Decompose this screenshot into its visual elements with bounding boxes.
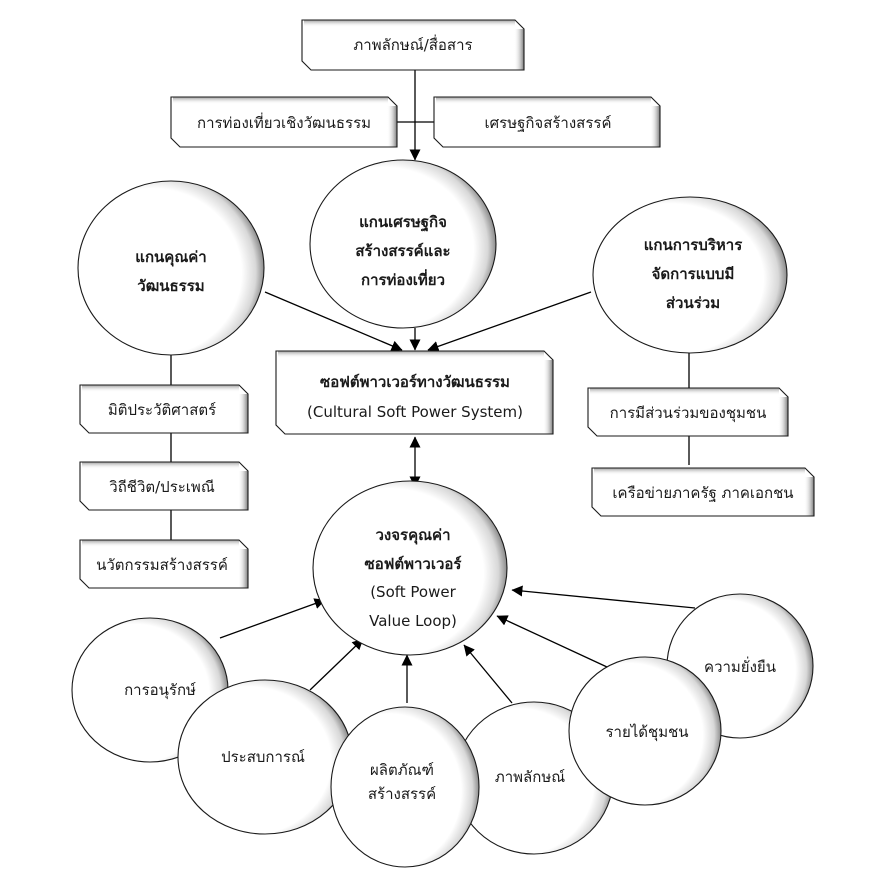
core-left-line-1: แกนคุณค่า xyxy=(135,248,206,267)
right-box-network: เครือข่ายภาครัฐ ภาคเอกชน xyxy=(591,467,815,517)
outcome-product: ผลิตภัณฑ์ สร้างสรรค์ xyxy=(330,706,480,868)
circle-shape xyxy=(568,656,722,806)
outcome-experience: ประสบการณ์ xyxy=(177,679,353,835)
box-shape xyxy=(80,462,248,510)
outcome-community-income-label: รายได้ชุมชน xyxy=(605,723,688,742)
core-left-line-2: วัฒนธรรม xyxy=(137,277,204,295)
edge-sustainability-to-loop xyxy=(511,585,696,609)
right-top-box-label: เศรษฐกิจสร้างสรรค์ xyxy=(484,114,611,132)
box-shade-right xyxy=(650,106,660,147)
value-loop-line-4: Value Loop) xyxy=(369,612,457,630)
box-shape xyxy=(171,97,397,147)
right-top-box: เศรษฐกิจสร้างสรรค์ xyxy=(433,96,661,148)
system-box: ซอฟต์พาวเวอร์ทางวัฒนธรรม (Cultural Soft … xyxy=(275,350,554,435)
box-outline xyxy=(433,96,661,148)
box-outline xyxy=(79,384,249,434)
circle-shape xyxy=(77,180,265,356)
left-box-lifestyle: วิถีชีวิต/ประเพณี xyxy=(79,461,249,511)
box-shade-right xyxy=(238,549,248,588)
core-right-line-3: ส่วนร่วม xyxy=(666,294,720,312)
outcome-product-line-2: สร้างสรรค์ xyxy=(368,785,436,803)
box-shape xyxy=(588,388,788,436)
core-center-line-1: แกนเศรษฐกิจ xyxy=(359,213,447,232)
box-shape xyxy=(80,540,248,588)
outcome-conservation-label: การอนุรักษ์ xyxy=(124,681,196,700)
edge-conservation-to-loop xyxy=(219,598,326,639)
box-shade-right xyxy=(514,29,524,70)
box-shade-top xyxy=(590,388,779,395)
top-box: ภาพลักษณ์/สื่อสาร xyxy=(301,19,525,71)
box-shade-right xyxy=(778,397,788,436)
box-shape xyxy=(276,351,553,434)
edge-image-to-loop xyxy=(463,644,513,704)
value-loop-line-1: วงจรคุณค่า xyxy=(376,526,451,545)
outcome-experience-label: ประสบการณ์ xyxy=(221,748,305,766)
circle-shape xyxy=(592,196,788,354)
circle-shape xyxy=(312,480,508,656)
box-shade-right xyxy=(804,477,814,516)
left-box-innovation: นวัตกรรมสร้างสรรค์ xyxy=(79,539,249,589)
box-outline xyxy=(170,96,398,148)
circle-shape xyxy=(330,706,480,868)
edge-core-right-to-system xyxy=(427,291,592,352)
box-outline xyxy=(79,539,249,589)
circle-shape xyxy=(309,159,497,329)
outcome-community-income: รายได้ชุมชน xyxy=(568,656,722,806)
core-right-circle: แกนการบริหาร จัดการแบบมี ส่วนร่วม xyxy=(592,196,788,354)
left-box-innovation-label: นวัตกรรมสร้างสรรค์ xyxy=(96,556,228,574)
box-outline xyxy=(591,467,815,517)
left-top-box-label: การท่องเที่ยวเชิงวัฒนธรรม xyxy=(197,112,371,132)
box-shade-right xyxy=(238,471,248,510)
box-shade-right xyxy=(387,106,397,147)
edge-core-left-to-system xyxy=(264,291,403,351)
left-top-box: การท่องเที่ยวเชิงวัฒนธรรม xyxy=(170,96,398,148)
left-box-history-label: มิติประวัติศาสตร์ xyxy=(108,401,216,419)
box-shade-top xyxy=(304,20,515,27)
value-loop-line-2: ซอฟต์พาวเวอร์ xyxy=(365,555,463,573)
box-shape xyxy=(302,20,524,70)
edge-income-to-loop xyxy=(496,615,608,668)
box-shade-top xyxy=(278,351,544,358)
connectors xyxy=(170,70,696,704)
box-shape xyxy=(592,468,814,516)
box-outline xyxy=(587,387,789,437)
core-right-line-1: แกนการบริหาร xyxy=(644,236,743,254)
core-left-circle: แกนคุณค่า วัฒนธรรม xyxy=(77,180,265,356)
box-shade-top xyxy=(82,540,239,547)
left-box-lifestyle-label: วิถีชีวิต/ประเพณี xyxy=(109,478,215,496)
box-outline xyxy=(301,19,525,71)
outcome-image-label: ภาพลักษณ์ xyxy=(495,768,565,786)
box-shape xyxy=(80,385,248,433)
box-shade-top xyxy=(173,97,388,104)
box-shape xyxy=(434,97,660,147)
edge-experience-to-loop xyxy=(309,638,364,691)
outcome-product-line-1: ผลิตภัณฑ์ xyxy=(370,761,434,779)
box-outline xyxy=(79,461,249,511)
core-center-circle: แกนเศรษฐกิจ สร้างสรรค์และ การท่องเที่ยว xyxy=(309,159,497,329)
system-box-line-1: ซอฟต์พาวเวอร์ทางวัฒนธรรม xyxy=(320,373,510,391)
value-loop-line-3: (Soft Power xyxy=(370,583,456,601)
box-shade-top xyxy=(436,97,651,104)
system-box-line-2: (Cultural Soft Power System) xyxy=(307,403,523,421)
top-box-label: ภาพลักษณ์/สื่อสาร xyxy=(353,34,472,54)
right-box-network-label: เครือข่ายภาครัฐ ภาคเอกชน xyxy=(612,484,793,502)
right-box-community-label: การมีส่วนร่วมของชุมชน xyxy=(610,404,767,423)
core-center-line-3: การท่องเที่ยว xyxy=(361,269,445,289)
box-outline xyxy=(275,350,554,435)
value-loop-circle: วงจรคุณค่า ซอฟต์พาวเวอร์ (Soft Power Val… xyxy=(312,480,508,656)
box-shade-top xyxy=(594,468,805,475)
box-shade-top xyxy=(82,462,239,469)
right-box-community: การมีส่วนร่วมของชุมชน xyxy=(587,387,789,437)
core-right-line-2: จัดการแบบมี xyxy=(652,265,735,283)
box-shade-right xyxy=(543,360,553,434)
core-center-line-2: สร้างสรรค์และ xyxy=(355,242,450,260)
outcome-sustainability-label: ความยั่งยืน xyxy=(704,656,776,676)
box-shade-top xyxy=(82,385,239,392)
left-box-history: มิติประวัติศาสตร์ xyxy=(79,384,249,434)
box-shade-right xyxy=(238,394,248,433)
